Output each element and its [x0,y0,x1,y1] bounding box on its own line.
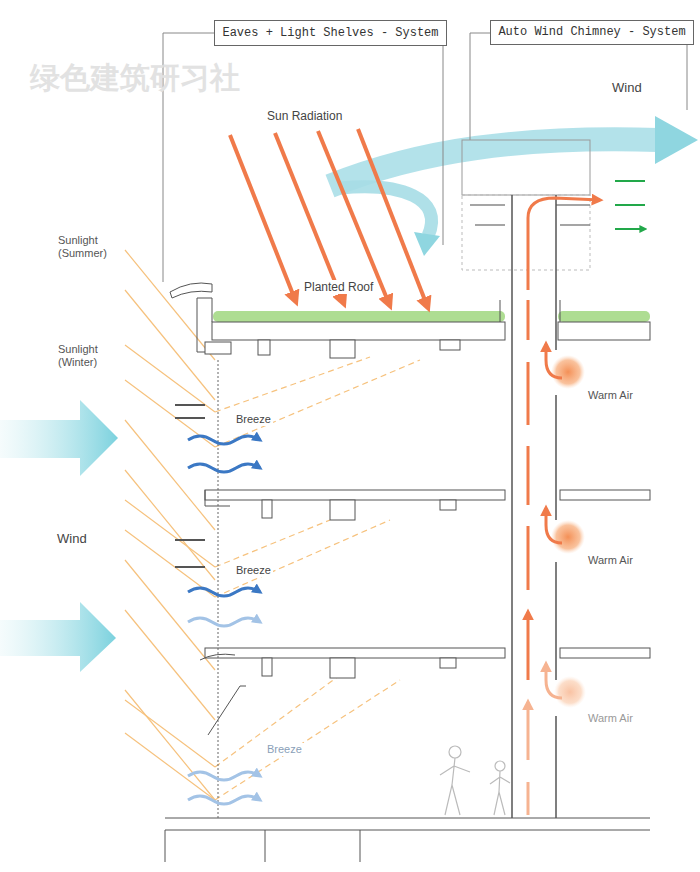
wind-arrow [0,400,118,476]
beam [262,500,272,518]
warm-air-arrow [546,664,562,698]
leader-line [470,33,490,140]
floor-slab [560,490,650,500]
wind-label: Wind [57,531,87,547]
beam [330,500,355,520]
ground-slab [165,818,650,862]
person-body [440,758,470,815]
floor-slab [205,648,505,658]
system-title: Auto Wind Chimney - System [498,25,685,39]
warm-air-arrow [528,198,600,290]
roof-label: Planted Roof [302,280,375,294]
breeze-arrow [188,796,260,804]
chimney-wall [512,195,556,818]
beam [330,340,355,358]
wind-swirl [340,187,432,236]
system-box: Auto Wind Chimney - System [490,20,694,45]
roof-slab [558,322,650,340]
glass-facade [218,360,219,818]
warm-air-blob [551,520,585,554]
warm-air-label: Warm Air [588,554,633,567]
summer-sun-ray [125,250,215,800]
roof-detail [205,342,231,354]
warm-air-arrow [527,300,530,680]
warm-air-blob [551,355,585,389]
sunlight-label: Sunlight (Summer) [58,234,116,260]
breeze-label: Breeze [234,564,273,577]
warm-air-blob [554,676,586,708]
sun-radiation-arrow [275,133,344,304]
reflected-ray [215,357,420,800]
system-title: Eaves + Light Shelves - System [222,26,438,40]
floor-slab [205,490,505,500]
chimney-hood [462,140,590,195]
wind-arrowhead [655,116,698,164]
chimney-hood-open [462,195,590,270]
breeze-arrow [188,772,260,780]
exhaust-arrow [615,181,645,229]
watermark: 绿色建筑研习社 [30,60,240,96]
beam [330,658,355,678]
breeze-arrow [188,436,260,444]
warm-air-arrow [546,344,562,378]
floor-slab [560,648,650,658]
planted-roof [213,311,505,322]
warm-air-label: Warm Air [588,389,633,402]
beam [262,658,272,676]
winter-sun-ray [125,345,215,800]
beam [440,658,456,668]
wind-label: Wind [612,80,642,96]
breeze-label: Breeze [265,743,304,756]
wind-arrowhead [414,232,440,256]
breeze-arrow [188,588,260,596]
planted-roof [558,311,650,322]
warm-air-label: Warm Air [588,712,633,725]
window-frame [208,686,246,735]
roof-slab [212,322,505,340]
leader-line [687,45,688,110]
breeze-label: Breeze [234,413,273,426]
person-head [449,746,461,758]
beam [440,340,460,350]
sunlight-label: Sunlight (Winter) [58,343,116,369]
building-structure [165,283,650,862]
person-body [490,771,510,815]
sun-label: Sun Radiation [265,109,344,123]
warm-air-arrow [546,508,562,543]
breeze-arrow [188,464,260,472]
leader-line [443,46,444,245]
system-box: Eaves + Light Shelves - System [214,20,447,46]
people [440,746,510,815]
parapet [500,300,560,322]
breeze-arrow [188,618,260,626]
wind-arrow [0,602,116,672]
eave [170,283,212,298]
beam [440,500,456,510]
warm-air-arrow [527,702,530,815]
light-shelf [175,405,205,567]
beam [258,340,270,355]
person-head [495,761,505,771]
